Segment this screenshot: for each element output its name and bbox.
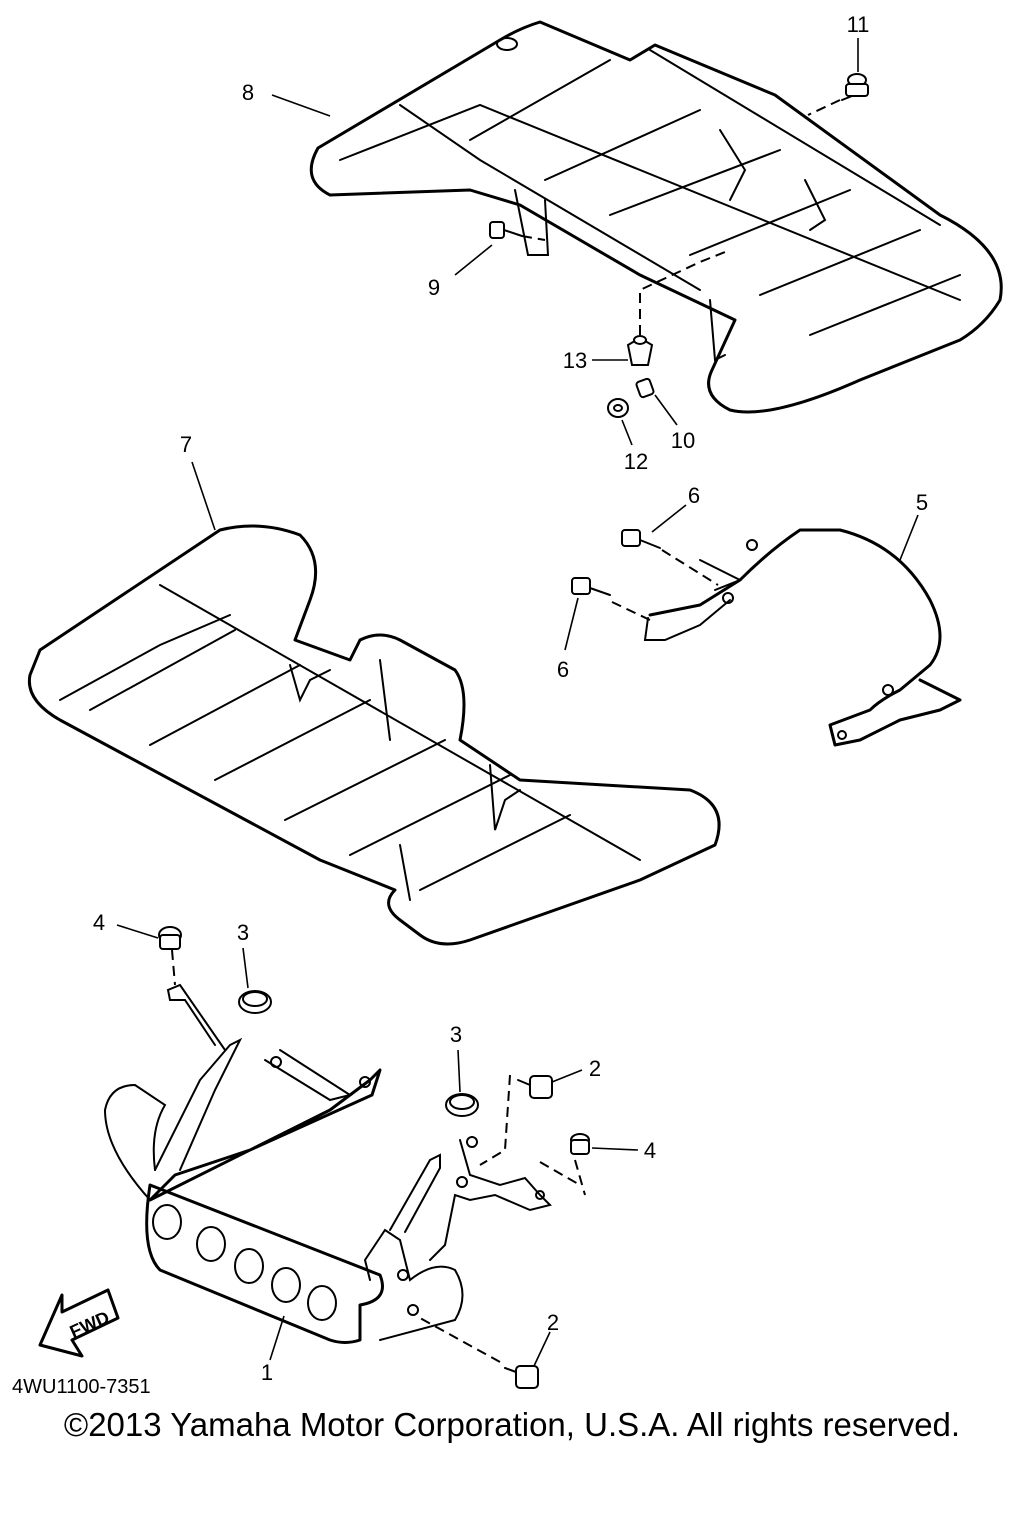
callout-13: 13 — [563, 348, 587, 373]
callout-numbers: 8 11 9 13 10 12 7 6 5 6 4 3 3 2 4 2 1 — [93, 12, 928, 1385]
callout-2-lower: 2 — [547, 1310, 559, 1335]
front-carrier-part-7 — [27, 524, 721, 946]
fwd-arrow-icon: FWD — [38, 1288, 120, 1358]
callout-8: 8 — [242, 80, 254, 105]
callout-4-right: 4 — [644, 1138, 656, 1163]
copyright-notice: ©2013 Yamaha Motor Corporation, U.S.A. A… — [63, 1406, 961, 1443]
rear-carrier-part-8 — [309, 20, 1003, 414]
callout-12: 12 — [624, 449, 648, 474]
callout-10: 10 — [671, 428, 695, 453]
callout-4-left: 4 — [93, 910, 105, 935]
callout-9: 9 — [428, 275, 440, 300]
callout-11: 11 — [847, 12, 870, 37]
hardware-stay-bolts — [571, 529, 719, 621]
diagram-code: 4WU1100-7351 — [12, 1376, 151, 1398]
callout-2-upper: 2 — [589, 1056, 601, 1081]
front-guard-part-1 — [103, 983, 552, 1344]
callout-1: 1 — [261, 1360, 273, 1385]
hardware-rear-carrier — [489, 73, 869, 418]
callout-6-upper: 6 — [688, 483, 700, 508]
fwd-label: FWD — [67, 1307, 113, 1342]
front-stay-part-5 — [643, 528, 962, 747]
callout-leaders — [116, 38, 919, 1367]
callout-3-right: 3 — [450, 1022, 462, 1047]
callout-5: 5 — [916, 490, 928, 515]
callout-3-left: 3 — [237, 920, 249, 945]
callout-6-lower: 6 — [557, 657, 569, 682]
callout-7: 7 — [180, 432, 192, 457]
hardware-front-guard — [158, 926, 590, 1389]
